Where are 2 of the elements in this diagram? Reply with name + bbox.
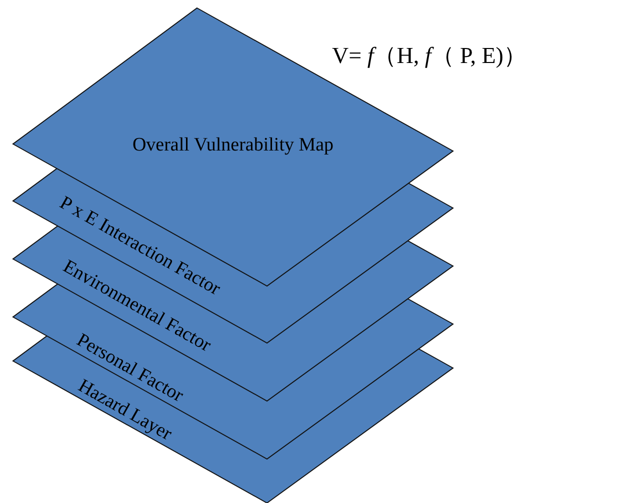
- formula: V= f（H, f（ P, E)）: [332, 42, 526, 70]
- layer-label: Overall Vulnerability Map: [132, 136, 334, 154]
